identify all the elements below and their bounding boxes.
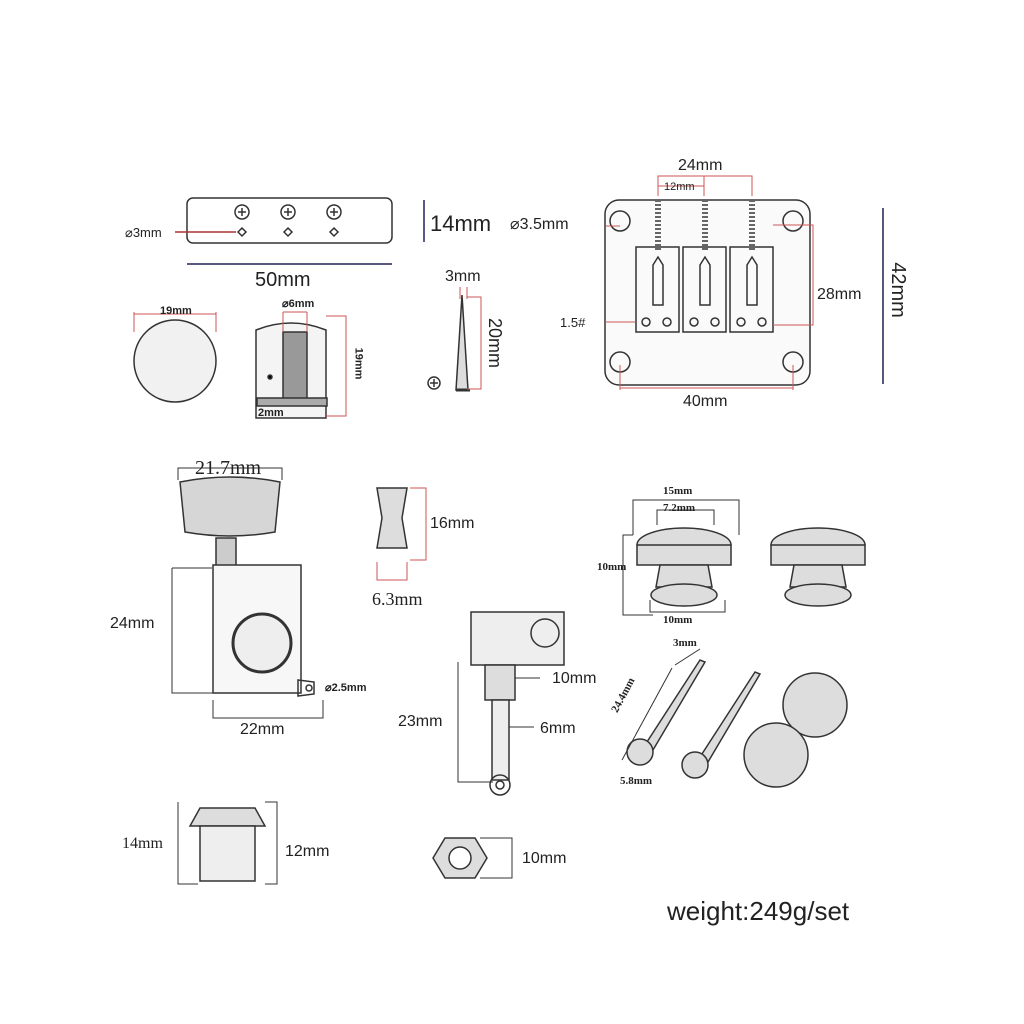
string-tree-drawing (376, 487, 427, 581)
hex-nut-drawing (432, 837, 513, 879)
bridge-height-label: 42mm (886, 262, 909, 318)
strap-button-base-label: 10mm (663, 614, 693, 626)
bridge-outer-spacing-label: 24mm (678, 157, 723, 174)
nut-width-label: 50mm (255, 269, 311, 291)
strap-screw-head-label: 5.8mm (620, 775, 653, 787)
bushing-shaft-label: 6mm (540, 720, 576, 737)
knob-bore-label: ⌀6mm (282, 298, 315, 310)
tuner-button-width-label: 21.7mm (195, 457, 262, 479)
knob-setscrew-label: 2mm (258, 407, 284, 419)
wood-screw-drawing (427, 287, 482, 392)
bridge-saddle-height-label: 28mm (817, 286, 862, 303)
string-tree-height-label: 16mm (430, 515, 475, 532)
knob-diameter-label: 19mm (160, 305, 192, 317)
strap-button-height-label: 10mm (597, 561, 627, 573)
bridge-drawing (604, 175, 884, 390)
bridge-width-label: 40mm (683, 393, 728, 410)
tuner-drawing (171, 467, 324, 719)
strap-button-top-label: 15mm (663, 485, 693, 497)
bridge-screw-label: 1.5# (560, 315, 586, 330)
knob-height-label: 19mm (352, 347, 365, 380)
tuner-height-label: 24mm (110, 615, 155, 632)
strap-screws-drawing (621, 648, 848, 788)
tuner-hole-label: ⌀2.5mm (325, 682, 367, 694)
weight-label: weight:249g/set (667, 896, 850, 926)
screw-diameter-label: 3mm (445, 268, 481, 285)
tuner-width-label: 22mm (240, 721, 285, 738)
strap-button-hole-label: 7.2mm (663, 502, 696, 514)
nut-height-label: 14mm (430, 211, 492, 236)
screw-length-label: 20mm (485, 317, 506, 369)
hex-nut-size-label: 10mm (522, 850, 567, 867)
nut-hole-label: ⌀3mm (125, 225, 162, 240)
bushing-head-label: 10mm (552, 670, 597, 687)
nut-drawing (175, 197, 425, 265)
bushing-length-label: 23mm (398, 713, 443, 730)
bridge-hole-label: ⌀3.5mm (510, 216, 569, 233)
strap-button-drawing (622, 499, 866, 616)
bridge-string-spacing-label: 12mm (664, 181, 695, 193)
bushing-drawing (457, 611, 565, 796)
ferrule-body-label: 12mm (285, 843, 330, 860)
ferrule-drawing (177, 801, 278, 885)
strap-screw-dia-label: 3mm (673, 637, 697, 649)
ferrule-height-label: 14mm (122, 835, 163, 852)
knob-drawing (133, 311, 347, 419)
string-tree-width-label: 6.3mm (372, 589, 423, 609)
